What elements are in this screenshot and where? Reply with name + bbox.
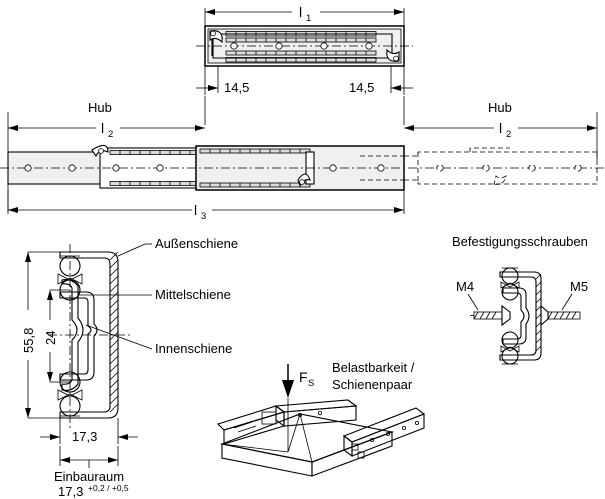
dim-l2-right-sub: 2 <box>506 129 511 140</box>
hidden-extension-right <box>360 147 598 185</box>
screw-label-m4: M4 <box>456 279 479 311</box>
screw-label-m5: M5 <box>561 279 588 311</box>
dim-l2-left-label: l <box>101 120 104 136</box>
fastener-view-group: Befestigungsschrauben <box>452 234 588 365</box>
side-view-holes-hidden <box>436 164 582 172</box>
dimension-offset-right: 14,5 <box>349 66 413 95</box>
top-view-holes <box>230 42 373 50</box>
side-view-holes-inner <box>24 164 164 172</box>
dim-l3-label: l <box>194 202 197 218</box>
corner-detail-left <box>209 30 223 44</box>
callout-inner: Innenschiene <box>85 324 232 356</box>
install-space-value: 17,3 <box>58 484 83 499</box>
install-space-title: Einbauraum <box>54 469 124 484</box>
load-caption-line2: Schienenpaar <box>332 377 413 392</box>
label-m4: M4 <box>456 279 474 294</box>
load-view-group: Belastbarkeit / Schienenpaar F S <box>216 360 426 477</box>
dim-width: 17,3 <box>72 429 97 444</box>
dimension-offset-left: 14,5 <box>196 66 249 95</box>
dim-height-inner: 24 <box>43 331 58 345</box>
screw-m4 <box>470 304 511 327</box>
side-view-holes-outer <box>329 164 385 172</box>
dimension-hub-left: Hub l 2 <box>8 100 205 140</box>
side-lever-far-right <box>493 175 507 185</box>
dimension-height-total: 55,8 <box>21 251 60 419</box>
dim-l2-left-sub: 2 <box>108 129 113 140</box>
side-lever-left <box>91 144 109 158</box>
label-m5: M5 <box>570 279 588 294</box>
hub-label-left: Hub <box>88 100 112 115</box>
top-view-group: l 1 <box>196 4 413 95</box>
dim-offset-left: 14,5 <box>224 80 249 95</box>
dim-l1-sub: 1 <box>306 13 311 24</box>
callout-label-outer: Außenschiene <box>155 236 238 251</box>
dimension-height-inner: 24 <box>43 289 70 383</box>
callout-label-middle: Mittelschiene <box>155 287 231 302</box>
dim-height-total: 55,8 <box>21 328 36 353</box>
dim-l3-sub: 3 <box>201 211 206 222</box>
dim-l1-label: l <box>299 4 302 20</box>
screw-m5 <box>540 304 581 327</box>
load-caption-line1: Belastbarkeit / <box>332 360 415 375</box>
isometric-slide-pair <box>216 399 426 477</box>
side-view-group: Hub l 2 Hub l 2 <box>0 96 605 222</box>
corner-detail-right <box>386 48 400 62</box>
force-label: F <box>299 369 308 385</box>
side-lever-right <box>297 173 311 188</box>
install-space-tolerance: +0,2 / +0,5 <box>88 483 129 493</box>
callout-label-inner: Innenschiene <box>155 341 232 356</box>
fastener-title: Befestigungsschrauben <box>452 234 588 249</box>
install-space-dimension: Einbauraum 17,3 +0,2 / +0,5 <box>54 446 129 499</box>
force-arrow: F S <box>282 364 314 398</box>
dimension-l3: l 3 <box>7 190 405 222</box>
dim-l2-right-label: l <box>499 120 502 136</box>
hub-label-right: Hub <box>488 100 512 115</box>
dimension-l1: l 1 <box>205 4 404 24</box>
dimension-width: 17,3 <box>40 418 138 444</box>
force-sub: S <box>308 378 314 389</box>
dimension-hub-right: Hub l 2 <box>404 100 597 140</box>
section-view-group: 55,8 24 17,3 <box>21 236 238 499</box>
dim-offset-right: 14,5 <box>349 80 374 95</box>
callout-outer: Außenschiene <box>117 236 238 257</box>
callout-middle: Mittelschiene <box>78 287 231 302</box>
